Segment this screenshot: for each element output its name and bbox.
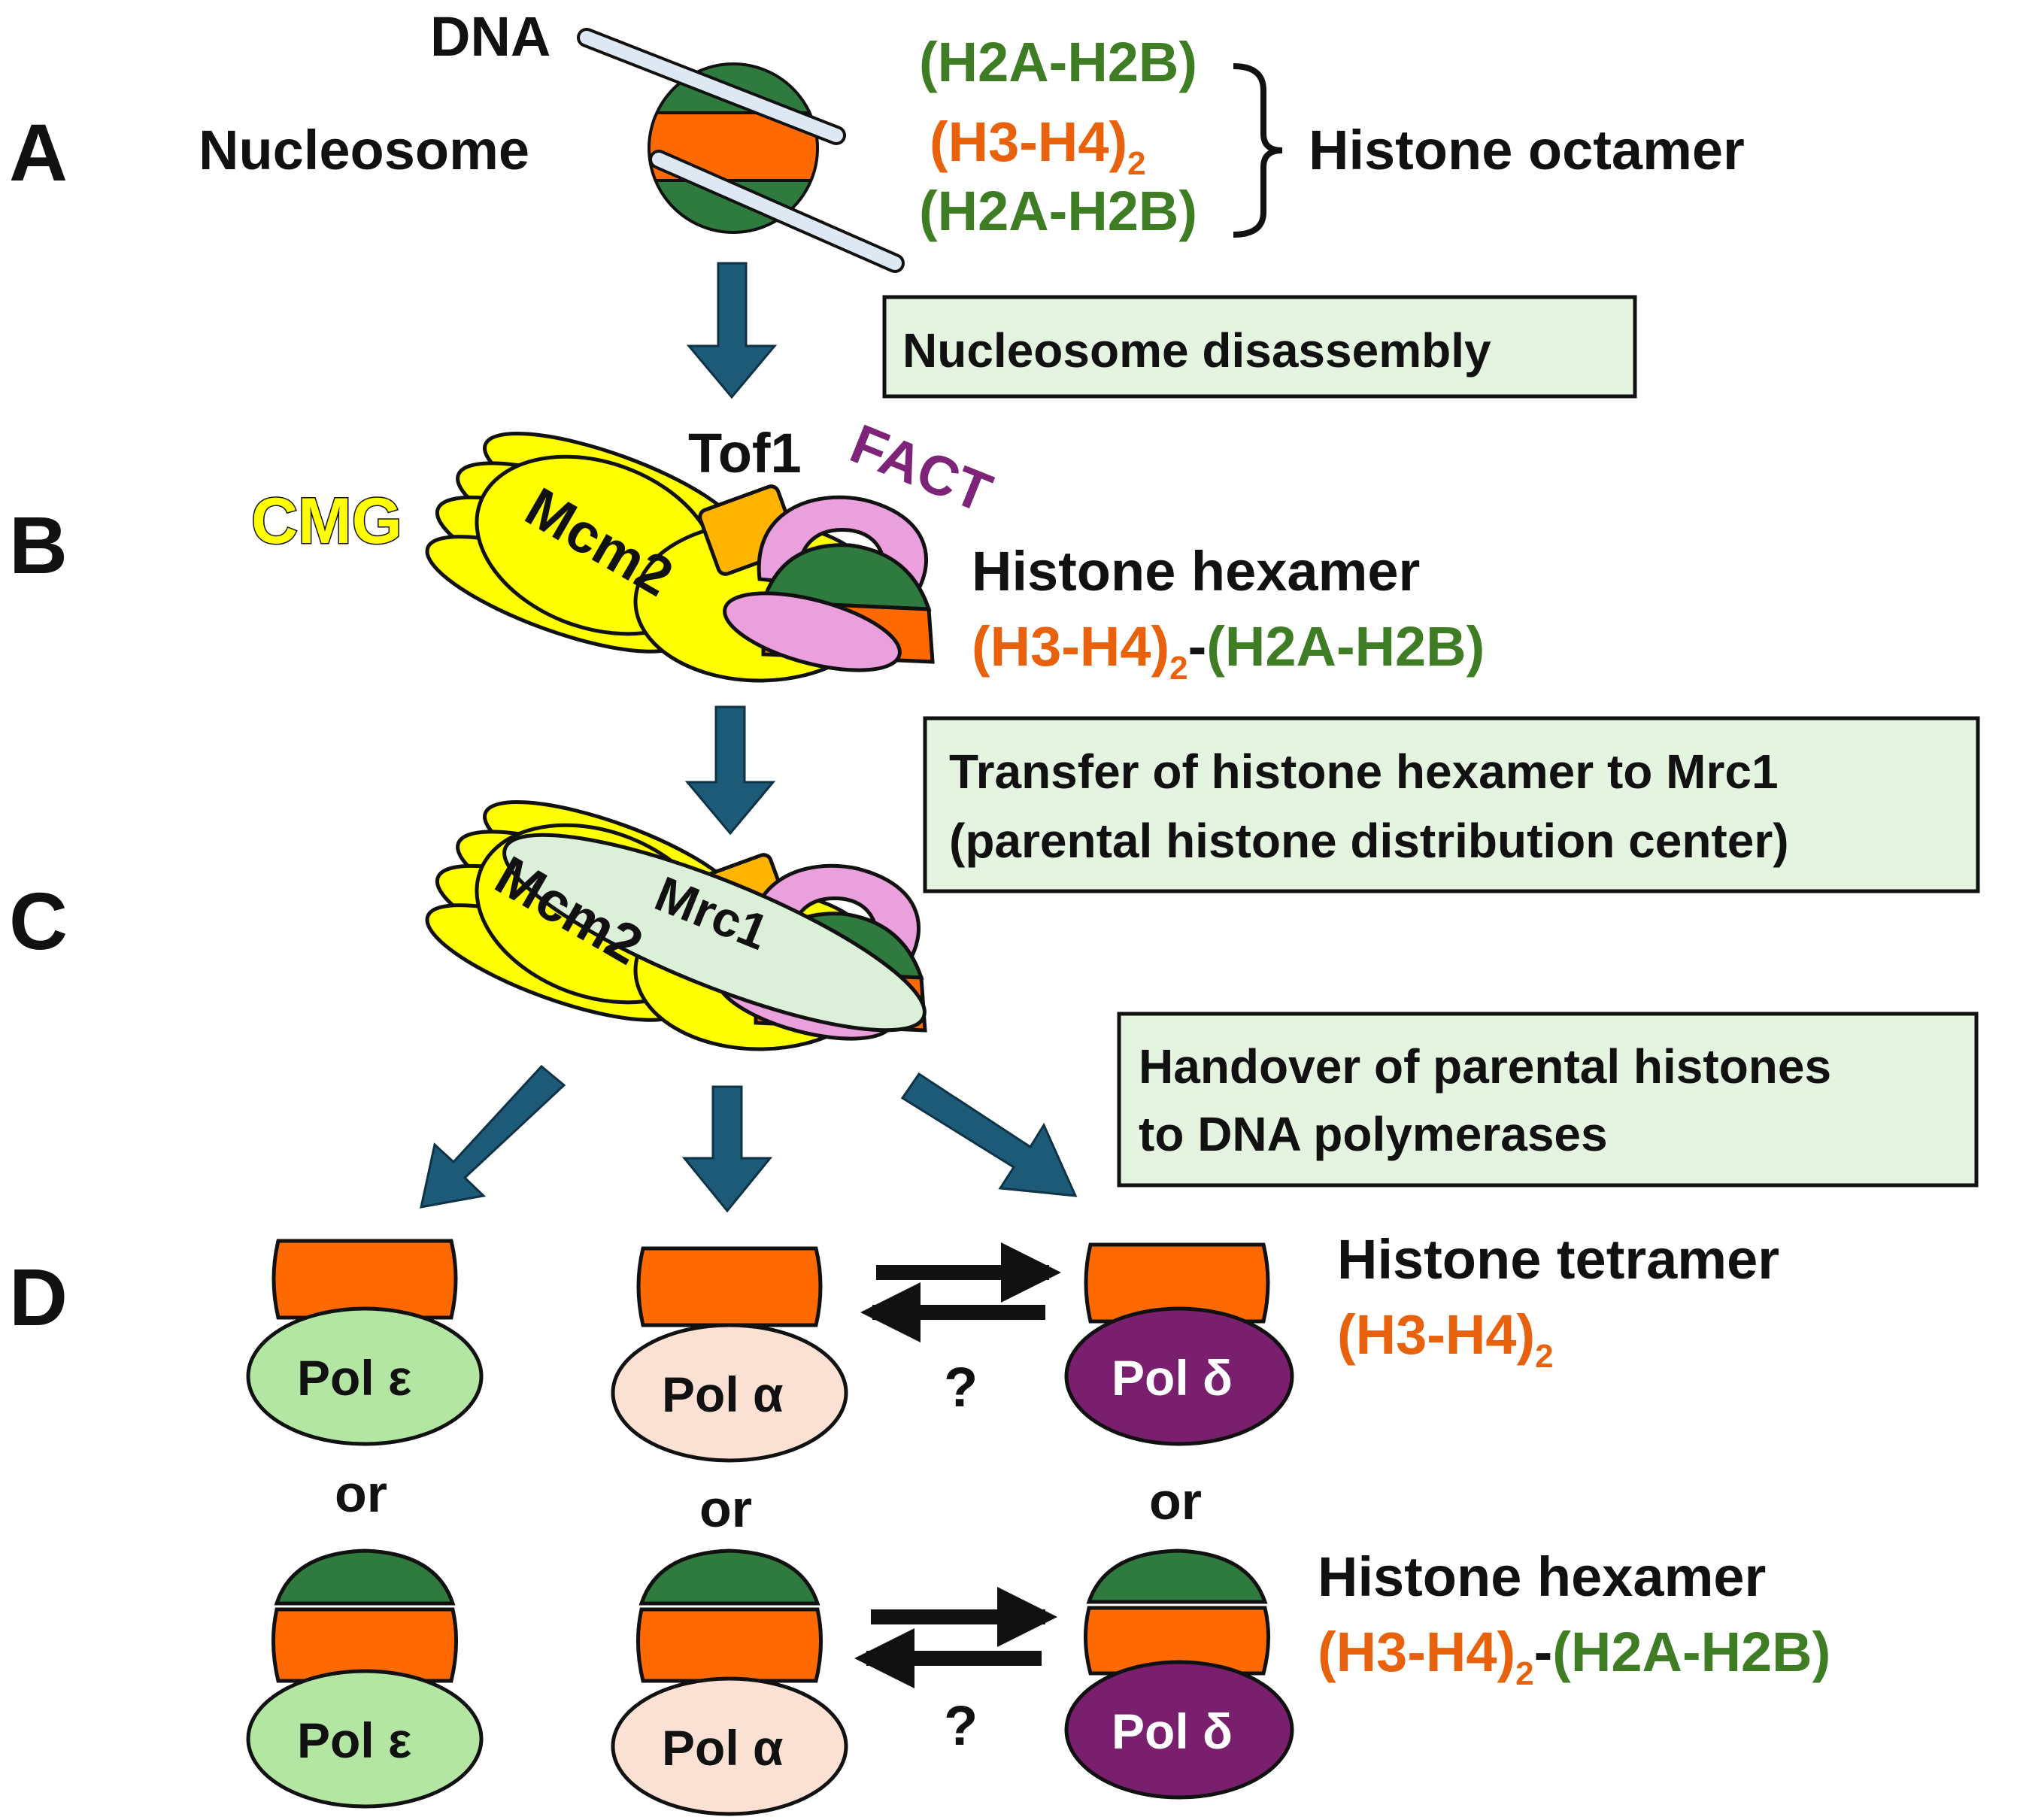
hexamer-orange-epsilon — [271, 1607, 458, 1683]
or-label-delta: or — [1149, 1472, 1202, 1530]
histone-hexamer-d-label: Histone hexamer — [1318, 1545, 1766, 1608]
question-mark-top: ? — [944, 1356, 978, 1418]
tetramer-row: Pol ε Pol α ? Pol δ — [246, 1239, 1294, 1463]
nucleosome-label: Nucleosome — [199, 119, 529, 181]
dna-strand — [577, 28, 905, 273]
cmg-complex-c — [425, 800, 927, 1051]
cmg-label: CMG — [251, 485, 402, 557]
hexamer-green-delta — [1086, 1549, 1268, 1604]
arrow-a-to-b — [686, 262, 778, 399]
dna-label: DNA — [430, 5, 551, 68]
pol-alpha-top — [611, 1323, 848, 1463]
tetramer-block-delta — [1084, 1242, 1270, 1324]
arrow-b-to-c — [684, 705, 776, 836]
pol-alpha-bottom-label: Pol α — [662, 1720, 784, 1776]
handover-text-line2: to DNA polymerases — [1139, 1107, 1608, 1161]
hexamer-orange-delta — [1084, 1606, 1270, 1676]
histone-hexamer-b-label: Histone hexamer — [972, 540, 1420, 602]
hexamer-formula-d: (H3-H4)2-(H2A-H2B) — [1318, 1621, 1830, 1692]
pol-delta-top-label: Pol δ — [1112, 1350, 1233, 1406]
histone-octamer-label: Histone octamer — [1309, 119, 1745, 181]
panel-letter-b: B — [9, 499, 68, 590]
nucleosome-disassembly-text: Nucleosome disassembly — [902, 323, 1491, 378]
histone-hexamer-b — [723, 543, 935, 672]
transfer-text-line2: (parental histone distribution center) — [949, 814, 1789, 868]
or-label-alpha: or — [699, 1479, 752, 1538]
or-label-epsilon: or — [335, 1464, 387, 1523]
mrc1-ellipse — [502, 833, 927, 1033]
handover-text-line1: Handover of parental histones — [1139, 1039, 1831, 1094]
panel-letter-a: A — [9, 107, 68, 198]
h2a-h2b-top-label: (H2A-H2B) — [919, 31, 1197, 93]
panel-letter-d: D — [9, 1251, 68, 1342]
arrow-c-to-pol-epsilon — [420, 1064, 566, 1209]
question-mark-bottom: ? — [944, 1694, 978, 1757]
pol-epsilon-bottom-label: Pol ε — [297, 1712, 411, 1768]
hexamer-orange-alpha — [636, 1607, 823, 1683]
pol-delta-top — [1064, 1306, 1294, 1446]
transfer-box: Transfer of histone hexamer to Mrc1 (par… — [923, 716, 1980, 893]
cmg-complex-b — [425, 432, 935, 683]
transfer-text-line1: Transfer of histone hexamer to Mrc1 — [949, 745, 1779, 799]
hexamer-green-alpha — [638, 1549, 820, 1606]
hexamer-green-epsilon — [274, 1549, 456, 1606]
histone-tetramer-label: Histone tetramer — [1337, 1228, 1779, 1291]
tetramer-formula: (H3-H4)2 — [1337, 1303, 1554, 1375]
tetramer-block-alpha — [636, 1246, 823, 1327]
hexamer-formula-b: (H3-H4)2-(H2A-H2B) — [972, 615, 1485, 687]
pol-epsilon-top — [246, 1306, 484, 1446]
pol-epsilon-top-label: Pol ε — [297, 1350, 411, 1406]
nucleosome-illustration — [577, 28, 905, 273]
nucleosome-disassembly-box: Nucleosome disassembly — [882, 295, 1637, 399]
hexamer-row: Pol ε Pol α ? Pol δ — [246, 1549, 1294, 1816]
pol-alpha-top-label: Pol α — [662, 1367, 784, 1422]
tetramer-block-epsilon — [271, 1239, 458, 1320]
arrow-c-to-pol-delta — [900, 1072, 1078, 1197]
octamer-bracket — [1233, 63, 1283, 238]
pol-delta-bottom — [1064, 1660, 1294, 1800]
handover-box: Handover of parental histones to DNA pol… — [1117, 1012, 1979, 1188]
h2a-h2b-bottom-label: (H2A-H2B) — [919, 180, 1197, 242]
arrow-c-to-pol-alpha — [681, 1085, 773, 1213]
pol-delta-bottom-label: Pol δ — [1112, 1703, 1233, 1759]
panel-letter-c: C — [9, 875, 68, 966]
pol-epsilon-bottom — [246, 1669, 484, 1809]
pol-alpha-bottom — [611, 1676, 848, 1816]
tof1-label: Tof1 — [688, 422, 802, 484]
h3-h4-label: (H3-H4)2 — [930, 111, 1146, 182]
